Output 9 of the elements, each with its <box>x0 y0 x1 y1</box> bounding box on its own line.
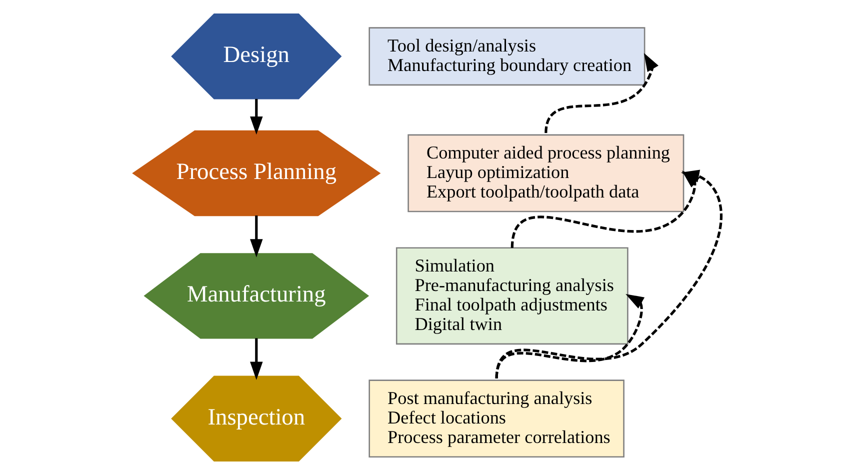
arrow <box>544 52 658 133</box>
arrow <box>494 294 644 378</box>
arrow <box>250 215 262 257</box>
node-box: Computer aided process planning Layup optimization Export toolpath/toolpath data <box>407 134 684 212</box>
arrow <box>250 98 262 134</box>
node-box: Simulation Pre-manufacturing analysis Final toolpath adjustments Digital twin <box>395 246 628 344</box>
node-box: Tool design/analysis Manufacturing boundary creation <box>368 26 645 86</box>
arrow <box>250 338 262 380</box>
node-box: Post manufacturing analysis Defect locations Process parameter correlations <box>368 379 624 458</box>
